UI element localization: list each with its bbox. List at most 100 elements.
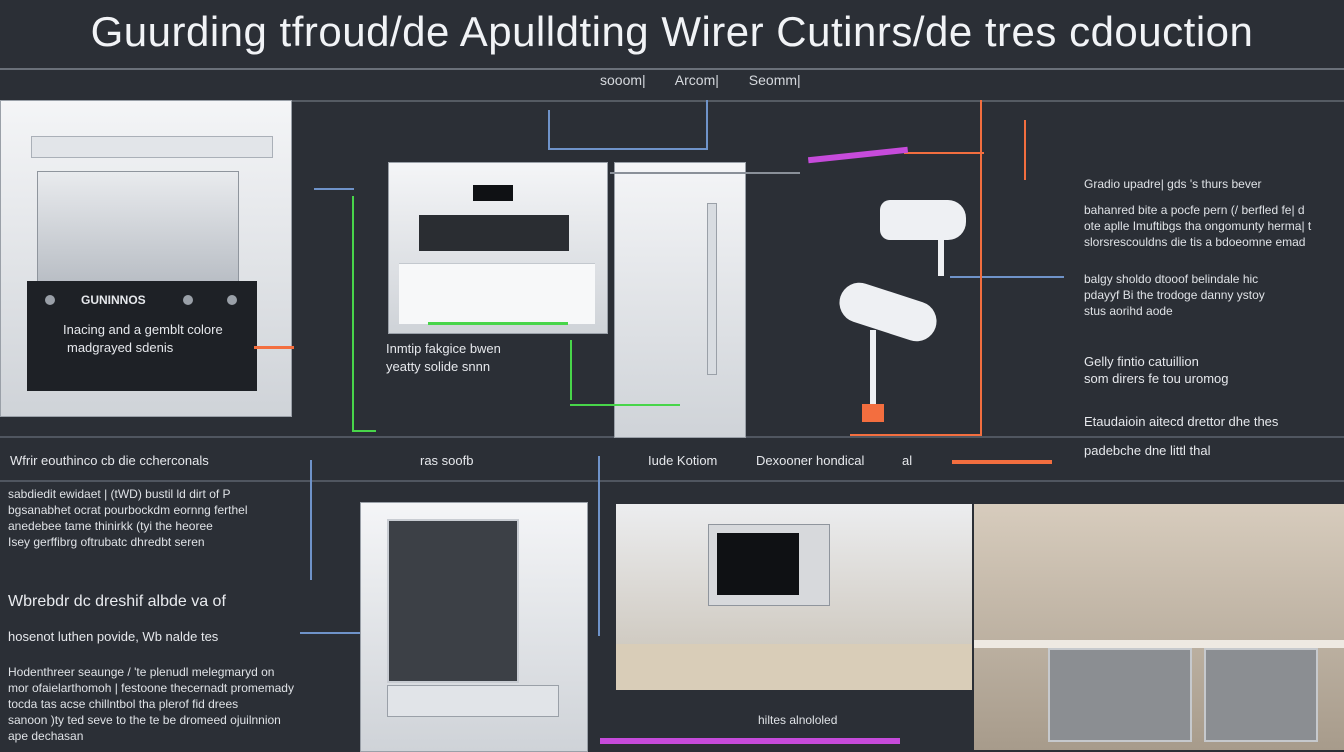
- mid-label-center2: Iude Kotiom: [648, 453, 718, 468]
- connector-green-2: [352, 430, 376, 432]
- sublabel-3: Seomm|: [748, 72, 801, 88]
- right-section-2-head-text: balgy sholdo dtooof: [1084, 272, 1189, 286]
- right-section-4: Etaudaioin aitecd drettor dhe thes padeb…: [1084, 413, 1340, 459]
- connector-blue-8: [598, 456, 600, 636]
- lower-device-stand: [870, 330, 876, 410]
- left-panel-line2: madgrayed sdenis: [67, 340, 174, 355]
- left-knob-1: [45, 295, 55, 305]
- connector-orange-6: [850, 434, 980, 436]
- connector-blue-6: [310, 460, 312, 580]
- bottom-caption: hiltes alnololed: [758, 713, 838, 727]
- connector-blue-2: [548, 148, 708, 150]
- kitchen-scene-2: [974, 504, 1344, 750]
- bottom-appliance: [360, 502, 588, 752]
- center-line1: Inmtip fakgice bwen: [386, 341, 501, 356]
- mid-label-center3: Dexooner hondical: [756, 453, 865, 468]
- sublabel-1: sooom|: [600, 72, 646, 88]
- connector-blue-5: [950, 276, 1064, 278]
- kitchen-counter: [616, 644, 972, 690]
- left-block-1-line3: anedebee tame thinirkk (tyi the heoree: [8, 519, 213, 533]
- connector-green-5: [428, 322, 568, 325]
- left-block-3-line3: tocda tas acse chillntbol tha plerof fid…: [8, 697, 239, 711]
- upper-device: [880, 200, 966, 240]
- connector-grey-1: [610, 172, 800, 174]
- lower-device-base: [862, 404, 884, 422]
- left-appliance-door: [37, 171, 239, 283]
- center-display: [473, 185, 513, 201]
- right-section-3-head: Gelly fintio catuillion: [1084, 354, 1199, 369]
- left-knob-3: [227, 295, 237, 305]
- right-section-1: Gradio upadre| gds 's thurs bever bahanr…: [1084, 176, 1340, 271]
- right-section-4-head: Etaudaioin aitecd drettor dhe thes: [1084, 414, 1279, 429]
- left-block-3-line1: Hodenthreer seaunge / 'te plenudl melegm…: [8, 665, 275, 679]
- right-section-1-body-1: bahanred bite a pocfe pern (/ berfled fe…: [1084, 203, 1305, 217]
- lower-device: [834, 277, 942, 347]
- left-block-2-line1: Wbrebdr dc dreshif albde va of: [8, 593, 226, 610]
- right-column: Gradio upadre| gds 's thurs bever bahanr…: [1084, 176, 1340, 459]
- left-appliance-control-panel: GUNINNOS Inacing and a gemblt colore mad…: [27, 281, 257, 391]
- upper-device-stand: [938, 238, 944, 276]
- connector-pink-1: [807, 146, 909, 164]
- sublabel-2: Arcom|: [674, 72, 719, 88]
- center-appliance: [388, 162, 608, 334]
- right-section-2-head: balgy sholdo dtooof belindale hic: [1084, 271, 1340, 287]
- left-block-1-line1: sabdiedit ewidaet | (tWD) bustil ld dirt…: [8, 487, 231, 501]
- sublabels: sooom| Arcom| Seomm|: [600, 72, 827, 88]
- left-block-3: Hodenthreer seaunge / 'te plenudl melegm…: [8, 664, 328, 744]
- left-block-3-line5: ape dechasan: [8, 729, 84, 743]
- left-knob-2: [183, 295, 193, 305]
- right-section-2-body-2: stus aorihd aode: [1084, 304, 1173, 318]
- divider-top: [0, 68, 1344, 70]
- page-title: Guurding tfroud/de Apulldting Wirer Cuti…: [90, 8, 1254, 55]
- kitchen-oven-2: [1204, 648, 1318, 742]
- connector-green-3: [570, 340, 572, 400]
- right-section-1-head-text: Gradio upadre| gds: [1084, 177, 1187, 191]
- center-vent: [419, 215, 569, 251]
- kitchen-scene-1: [616, 504, 972, 690]
- tall-appliance-handle: [707, 203, 717, 375]
- left-panel-line1: Inacing and a gemblt colore: [63, 322, 223, 337]
- mid-label-center4: al: [902, 453, 913, 468]
- left-block-2-line2: hosenot luthen povide, Wb nalde tes: [8, 629, 219, 644]
- kitchen-countertop: [974, 640, 1344, 648]
- bottom-pink-bar: [600, 738, 900, 744]
- connector-orange-5: [952, 460, 1052, 464]
- bottom-appliance-panel: [387, 685, 559, 717]
- left-appliance: GUNINNOS Inacing and a gemblt colore mad…: [0, 100, 292, 417]
- right-section-1-tail-text: 's thurs bever: [1189, 177, 1262, 191]
- right-section-1-head: Gradio upadre| gds 's thurs bever: [1084, 176, 1340, 192]
- right-section-2-tail-text: belindale hic: [1191, 272, 1259, 286]
- right-section-1-body-3: slorsrescouldns die tis a bdoeomne emad: [1084, 235, 1306, 249]
- connector-blue-4: [314, 188, 354, 190]
- right-section-2-body-1: pdayyf Bi the trodoge danny ystoy: [1084, 288, 1265, 302]
- left-block-3-line2: mor ofaielarthomoh | festoone thecernadt…: [8, 681, 294, 695]
- right-section-1-body-2: ote aplle Imuftibgs tha ongomunty herma|…: [1084, 219, 1312, 233]
- connector-orange-2: [1024, 120, 1026, 180]
- left-appliance-shelf: [31, 136, 273, 158]
- mid-label-left: Wfrir eouthinco cb die ccherconals: [10, 453, 209, 468]
- kitchen-tv: [708, 524, 830, 606]
- kitchen-tv-screen: [717, 533, 799, 595]
- connector-orange-3: [904, 152, 984, 154]
- connector-blue-7: [300, 632, 360, 634]
- connector-orange-4: [254, 346, 294, 349]
- connector-blue-3: [706, 100, 708, 150]
- bottom-appliance-window: [387, 519, 519, 683]
- connector-green-1: [352, 196, 354, 432]
- right-section-3: Gelly fintio catuillion som dirers fe to…: [1084, 353, 1340, 413]
- left-brand: GUNINNOS: [81, 293, 146, 307]
- right-section-4-body-1: padebche dne littl thal: [1084, 443, 1211, 458]
- center-inner: [399, 263, 595, 324]
- left-block-1-line2: bgsanabhet ocrat pourbockdm eornng ferth…: [8, 503, 248, 517]
- divider-lower: [0, 480, 1344, 482]
- center-line2: yeatty solide snnn: [386, 359, 491, 374]
- connector-green-4: [570, 404, 680, 406]
- right-section-3-body-1: som dirers fe tou uromog: [1084, 371, 1229, 386]
- mid-label-center1: ras soofb: [420, 453, 474, 468]
- connector-orange-1: [980, 100, 982, 436]
- kitchen-oven: [1048, 648, 1192, 742]
- left-block-1: sabdiedit ewidaet | (tWD) bustil ld dirt…: [8, 486, 308, 550]
- divider-upper: [0, 100, 1344, 102]
- left-block-1-line4: Isey gerffibrg oftrubatc dhredbt seren: [8, 535, 205, 549]
- left-block-3-line4: sanoon )ty ted seve to the te be dromeed…: [8, 713, 281, 727]
